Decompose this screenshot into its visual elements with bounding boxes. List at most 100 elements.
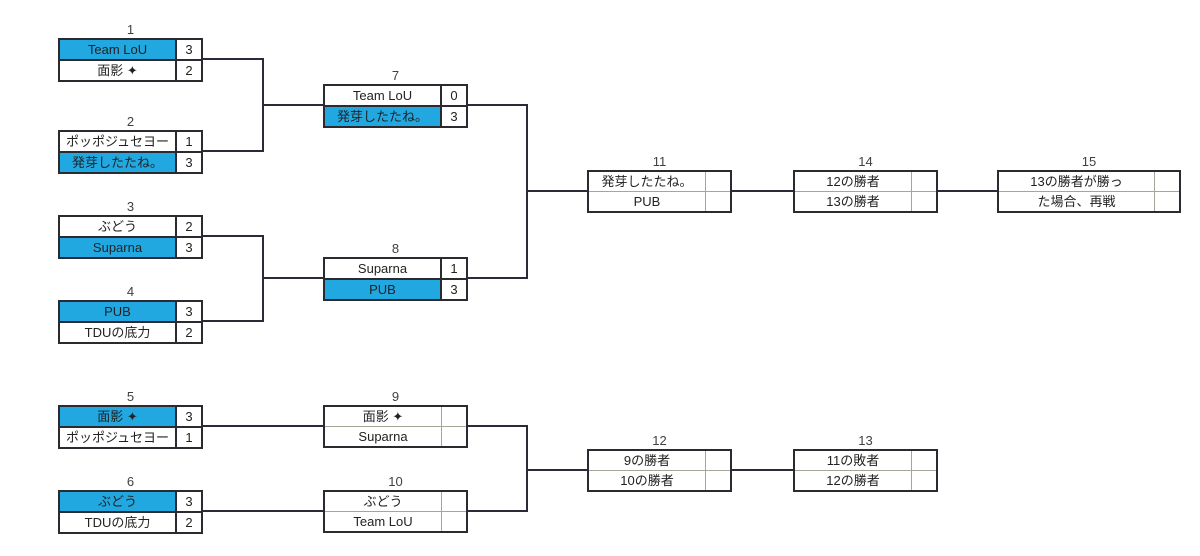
- team-score: 3: [175, 40, 201, 59]
- team-score: [705, 192, 730, 211]
- team-score: 3: [175, 302, 201, 321]
- team-row: た場合、再戦: [999, 191, 1179, 211]
- team-name: 発芽したたね。: [71, 155, 163, 170]
- match-number: 4: [126, 284, 135, 299]
- team-row: Suparna 1: [325, 259, 466, 278]
- match-number: 11: [652, 154, 667, 169]
- team-score: [911, 471, 936, 490]
- team-name: TDUの底力: [84, 515, 151, 530]
- team-row-winner: PUB 3: [60, 302, 201, 321]
- team-score: 3: [175, 407, 201, 426]
- team-name: 11の敗者: [826, 453, 880, 468]
- team-name: 面影 ✦: [97, 63, 138, 78]
- team-score: 3: [440, 107, 466, 126]
- team-name: 面影 ✦: [97, 409, 138, 424]
- team-row: 発芽したたね。: [589, 172, 730, 191]
- team-row: Suparna: [325, 426, 466, 446]
- match-number: 13: [858, 433, 873, 448]
- match-number: 7: [391, 68, 400, 83]
- connector-line: [203, 58, 264, 152]
- team-score: [705, 451, 730, 470]
- team-row: PUB: [589, 191, 730, 211]
- team-score: [911, 172, 936, 191]
- team-row: 12の勝者: [795, 172, 936, 191]
- match-box-9: 面影 ✦Suparna: [323, 405, 468, 448]
- match-number: 6: [126, 474, 135, 489]
- team-score: [441, 512, 466, 531]
- team-name: 発芽したたね。: [601, 174, 693, 189]
- team-row: 10の勝者: [589, 470, 730, 490]
- team-score: [705, 172, 730, 191]
- team-score: 1: [175, 428, 201, 447]
- team-row-winner: 面影 ✦ 3: [60, 407, 201, 426]
- team-name: ぶどう: [363, 494, 403, 509]
- match-box-15: 13の勝者が勝った場合、再戦: [997, 170, 1181, 213]
- match-number: 1: [126, 22, 135, 37]
- team-score: 2: [175, 61, 201, 80]
- team-name: た場合、再戦: [1037, 194, 1116, 209]
- team-name: Suparna: [357, 261, 408, 276]
- team-name: PUB: [633, 194, 661, 209]
- team-name: Team LoU: [353, 514, 413, 529]
- team-score: 2: [175, 323, 201, 342]
- team-score: 3: [440, 280, 466, 299]
- team-name: PUB: [104, 304, 131, 319]
- team-score: [911, 192, 936, 211]
- team-row: 12の勝者: [795, 470, 936, 490]
- team-name: 13の勝者が勝っ: [1030, 174, 1123, 189]
- team-row: 11の敗者: [795, 451, 936, 470]
- team-row: 面影 ✦ 2: [60, 59, 201, 80]
- team-name: 12の勝者: [826, 473, 880, 488]
- team-score: [911, 451, 936, 470]
- team-score: [441, 492, 466, 511]
- team-row-winner: PUB 3: [325, 278, 466, 299]
- match-number: 8: [391, 241, 400, 256]
- team-score: 1: [440, 259, 466, 278]
- team-score: [441, 407, 466, 426]
- team-name: Team LoU: [87, 42, 148, 57]
- match-number: 9: [391, 389, 400, 404]
- team-name: PUB: [369, 282, 396, 297]
- team-row: ぶどう: [325, 492, 466, 511]
- team-score: 3: [175, 153, 201, 172]
- match-number: 12: [652, 433, 667, 448]
- match-number: 14: [858, 154, 873, 169]
- team-row-winner: 発芽したたね。3: [325, 105, 466, 126]
- match-box-1: Team LoU 3 面影 ✦ 2: [58, 38, 203, 82]
- team-score: [705, 471, 730, 490]
- connector-line: [203, 235, 264, 322]
- match-number: 2: [126, 114, 135, 129]
- team-row: 13の勝者が勝っ: [999, 172, 1179, 191]
- team-row-winner: 発芽したたね。 3: [60, 151, 201, 172]
- team-name: ぶどう: [97, 494, 137, 509]
- match-number: 3: [126, 199, 135, 214]
- team-name: 10の勝者: [620, 473, 674, 488]
- team-row-winner: Team LoU 3: [60, 40, 201, 59]
- team-name: ポッポジュセヨー: [65, 134, 170, 149]
- team-row: Team LoU: [325, 511, 466, 531]
- match-11: 11 発芽したたね。 PUB: [587, 154, 732, 213]
- match-box-11: 発芽したたね。 PUB: [587, 170, 732, 213]
